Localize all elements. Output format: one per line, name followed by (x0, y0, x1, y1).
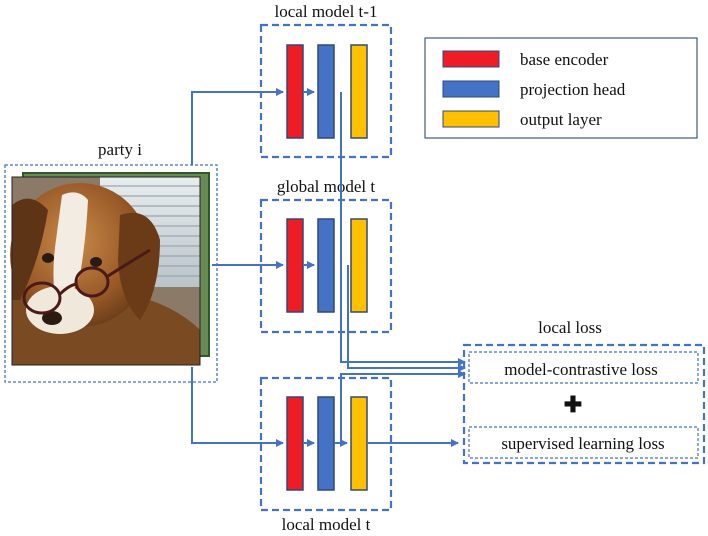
arrows (191, 88, 466, 447)
legend-swatch-base-encoder (442, 50, 500, 68)
plus-icon: ✚ (564, 392, 582, 417)
local-model-curr: local model t (259, 376, 393, 534)
legend-swatch-projection-head (442, 80, 500, 98)
local-model-prev-label: local model t-1 (275, 2, 378, 21)
contrastive-loss-label: model-contrastive loss (504, 360, 657, 379)
arrow-local-prev-to-contrastive (340, 92, 466, 366)
global-model-label: global model t (277, 177, 375, 196)
output-layer-bar (350, 44, 368, 139)
legend-swatch-output-layer (442, 110, 500, 128)
base-encoder-bar (286, 218, 304, 313)
legend-item: base encoder (442, 50, 609, 69)
arrow-local-curr-to-contrastive (340, 370, 466, 443)
projection-head-bar (317, 218, 335, 313)
local-loss-title: local loss (538, 318, 602, 337)
output-layer-bar (350, 218, 368, 313)
party-dashed-frame (4, 164, 218, 383)
local-loss-frame (462, 343, 706, 465)
dog-with-glasses-photo (10, 176, 201, 366)
party-label: party i (98, 140, 142, 159)
legend-item: output layer (442, 110, 602, 129)
base-encoder-bar (286, 396, 304, 491)
supervised-loss-label: supervised learning loss (501, 434, 664, 453)
global-model: global model t (259, 177, 393, 334)
projection-head-bar (317, 44, 335, 139)
arrow-party-to-local-curr (191, 367, 284, 447)
output-layer-bar (350, 396, 368, 491)
arrow-party-to-local-prev (191, 88, 284, 165)
local-model-curr-label: local model t (282, 515, 371, 534)
local-model-prev: local model t-1 (259, 2, 393, 159)
legend-item: projection head (442, 80, 626, 99)
legend-label: base encoder (520, 50, 609, 69)
local-loss-group: local loss model-contrastive loss ✚ supe… (462, 318, 706, 465)
legend-label: output layer (520, 110, 602, 129)
legend-label: projection head (520, 80, 626, 99)
projection-head-bar (317, 396, 335, 491)
base-encoder-bar (286, 44, 304, 139)
arrow-global-to-contrastive (347, 265, 466, 372)
party-group: party i (4, 140, 218, 383)
legend: base encoder projection head output laye… (424, 37, 698, 139)
